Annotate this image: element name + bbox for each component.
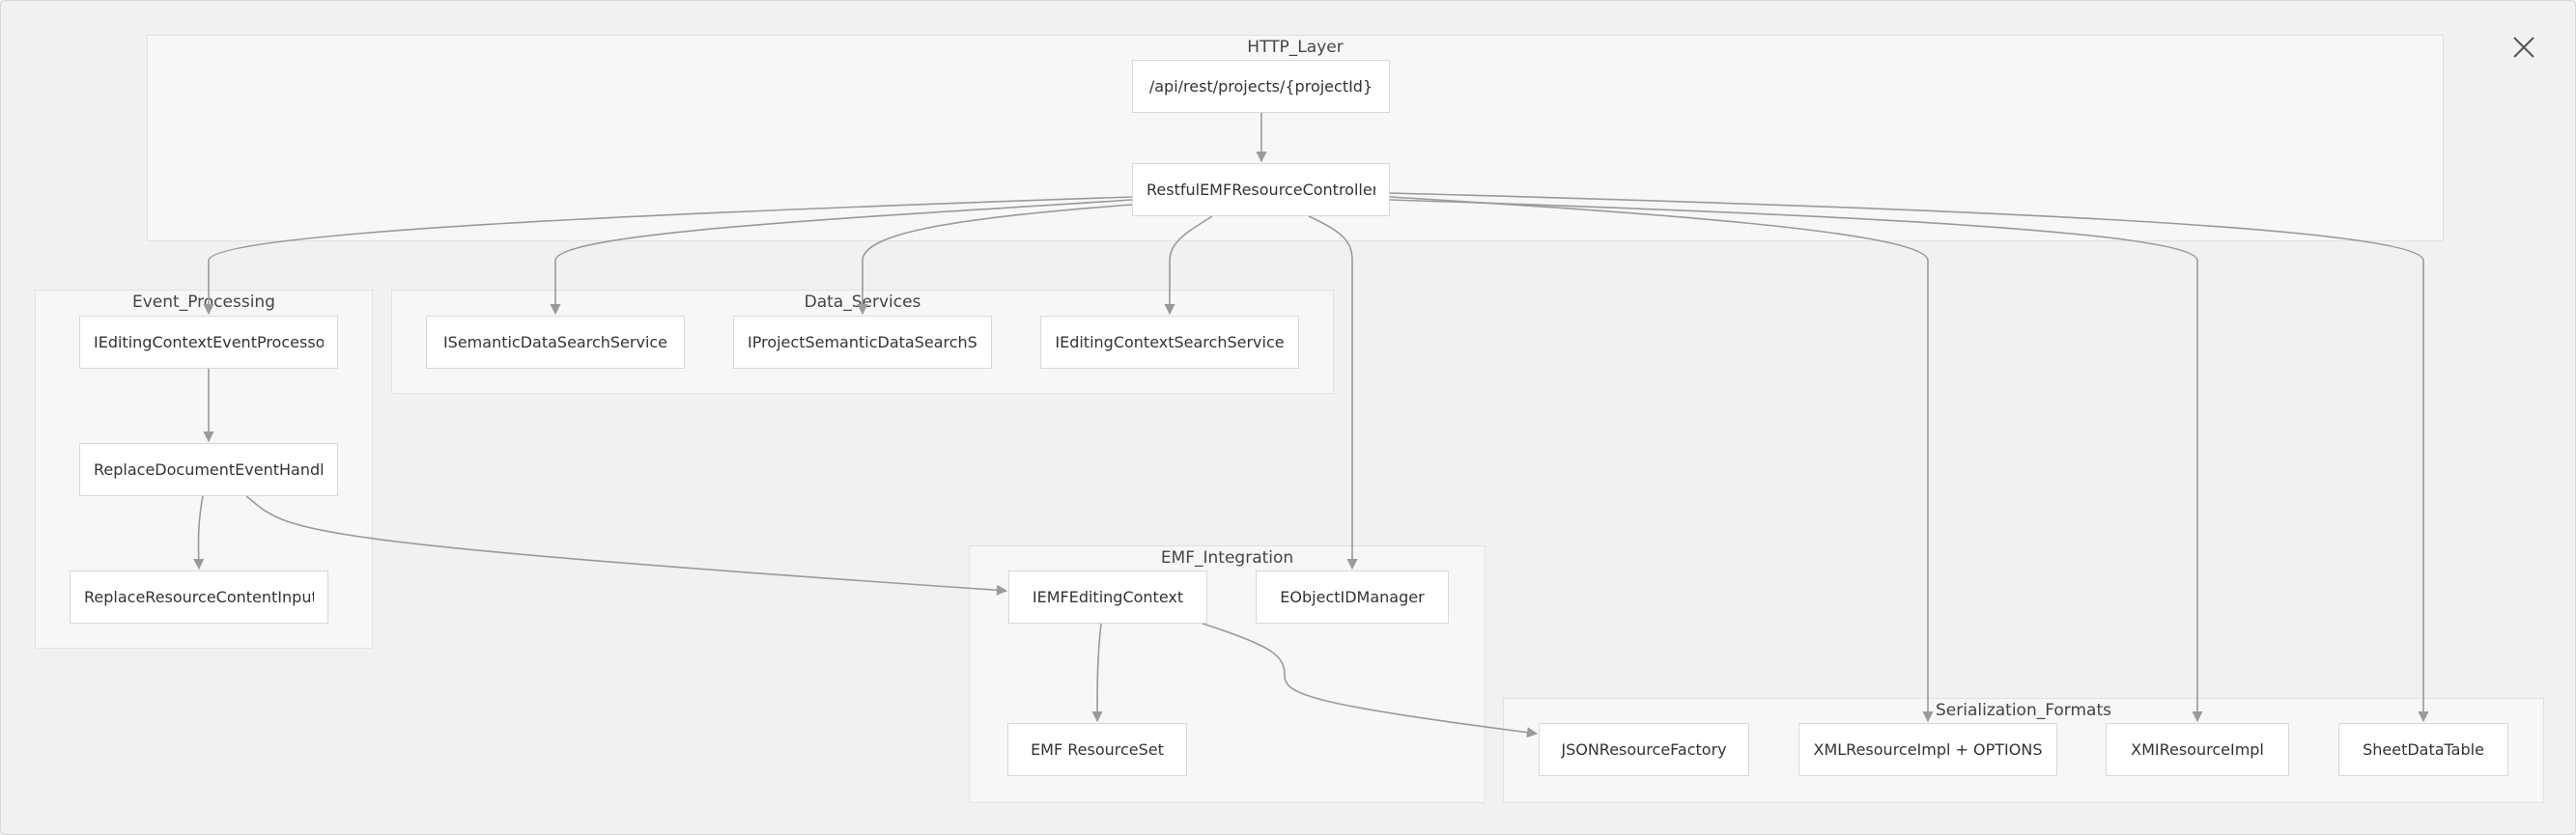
node-label: EObjectIDManager [1280,588,1425,606]
node-semantic-search-service[interactable]: ISemanticDataSearchService [426,316,685,369]
node-replace-resource-input[interactable]: ReplaceResourceContentInput [70,571,328,624]
node-context-search-service[interactable]: IEditingContextSearchService [1040,316,1299,369]
node-label: EMF ResourceSet [1031,740,1164,759]
node-emf-resource-set[interactable]: EMF ResourceSet [1007,723,1187,776]
node-label: IEditingContextEventProcessor [94,333,324,351]
node-json-resource-factory[interactable]: JSONResourceFactory [1539,723,1749,776]
node-label: IEditingContextSearchService [1055,333,1285,351]
node-label: IEMFEditingContext [1032,588,1184,606]
node-restful-controller[interactable]: RestfulEMFResourceController [1132,163,1390,216]
node-emf-editing-context[interactable]: IEMFEditingContext [1008,571,1207,624]
node-label: /api/rest/projects/{projectId} [1148,77,1373,96]
node-event-processor[interactable]: IEditingContextEventProcessor [79,316,338,369]
node-label: XMIResourceImpl [2131,740,2264,759]
node-label: ReplaceDocumentEventHandler [94,460,324,479]
node-label: SheetDataTable [2363,740,2484,759]
node-project-semantic-search[interactable]: IProjectSemanticDataSearchService [733,316,992,369]
node-api-endpoint[interactable]: /api/rest/projects/{projectId} [1132,60,1390,113]
node-label: ISemanticDataSearchService [442,333,668,351]
cluster-label: Serialization_Formats [1936,701,2111,720]
node-label: IProjectSemanticDataSearchService [748,333,977,351]
cluster-label: Data_Services [804,292,921,312]
node-eobject-id-manager[interactable]: EObjectIDManager [1256,571,1449,624]
node-sheet-data-table[interactable]: SheetDataTable [2338,723,2508,776]
node-xmi-resource-impl[interactable]: XMIResourceImpl [2106,723,2289,776]
node-label: JSONResourceFactory [1561,740,1727,759]
cluster-label: EMF_Integration [1160,548,1294,568]
node-xml-resource-impl[interactable]: XMLResourceImpl + OPTIONS [1798,723,2057,776]
cluster-label: Event_Processing [132,292,275,312]
node-label: ReplaceResourceContentInput [84,588,314,606]
node-replace-document-handler[interactable]: ReplaceDocumentEventHandler [79,443,338,496]
node-label: RestfulEMFResourceController [1146,181,1375,199]
close-icon[interactable] [2507,31,2540,64]
node-label: XMLResourceImpl + OPTIONS [1813,740,2043,759]
cluster-label: HTTP_Layer [1247,38,1344,57]
